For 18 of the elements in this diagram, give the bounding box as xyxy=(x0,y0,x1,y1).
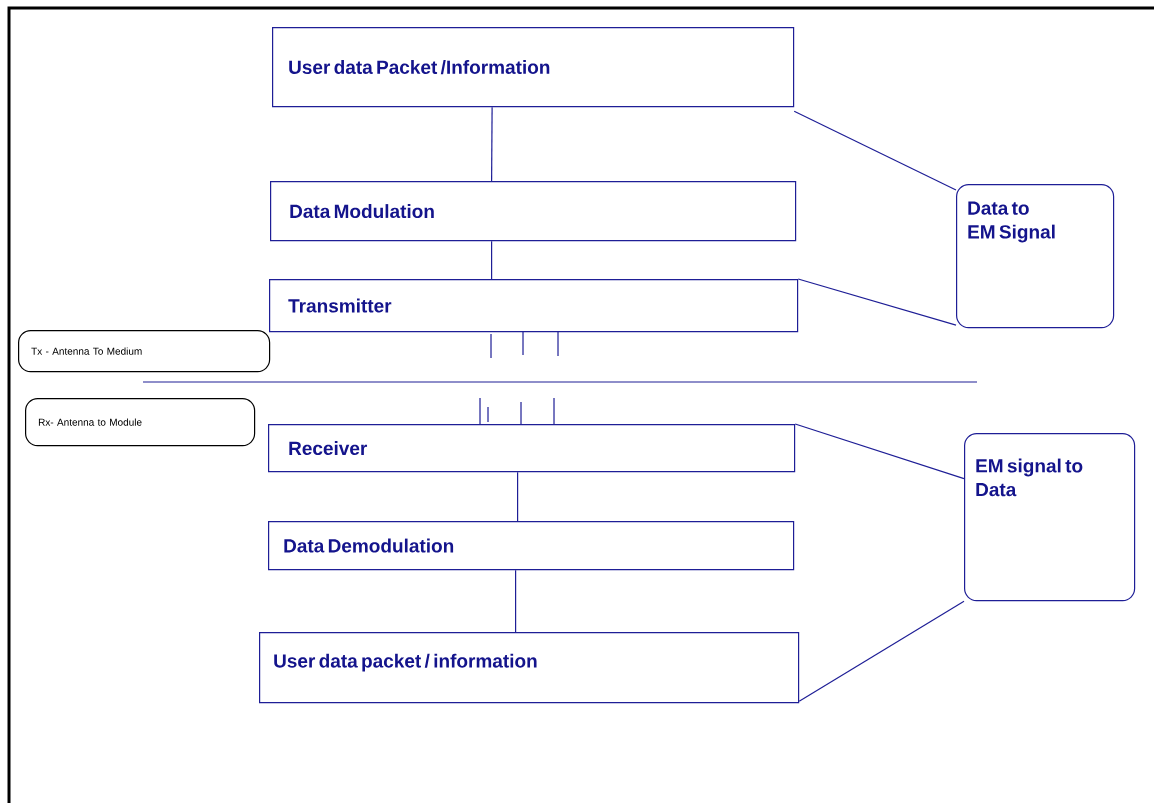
process-box: User data Packet /Information xyxy=(272,27,795,108)
process-box: Transmitter xyxy=(269,279,799,333)
process-box: Receiver xyxy=(268,424,796,473)
connector-line xyxy=(794,423,965,480)
process-box: User data packet / information xyxy=(259,632,800,704)
connector-line xyxy=(798,600,965,702)
connector-line xyxy=(515,569,517,633)
connector-line xyxy=(491,106,493,182)
connector-line xyxy=(517,471,519,522)
connector-line xyxy=(491,240,493,280)
connector-line xyxy=(797,278,957,326)
process-box: Data Demodulation xyxy=(268,521,795,571)
process-box: Data Modulation xyxy=(270,181,797,242)
note-box: EM signal to Data xyxy=(964,433,1136,602)
label-box: Rx- Antenna to Module xyxy=(25,398,256,447)
label-box: Tx - Antenna To Medium xyxy=(18,330,271,373)
connector-line xyxy=(793,110,957,191)
note-box: Data to EM Signal xyxy=(956,184,1115,329)
